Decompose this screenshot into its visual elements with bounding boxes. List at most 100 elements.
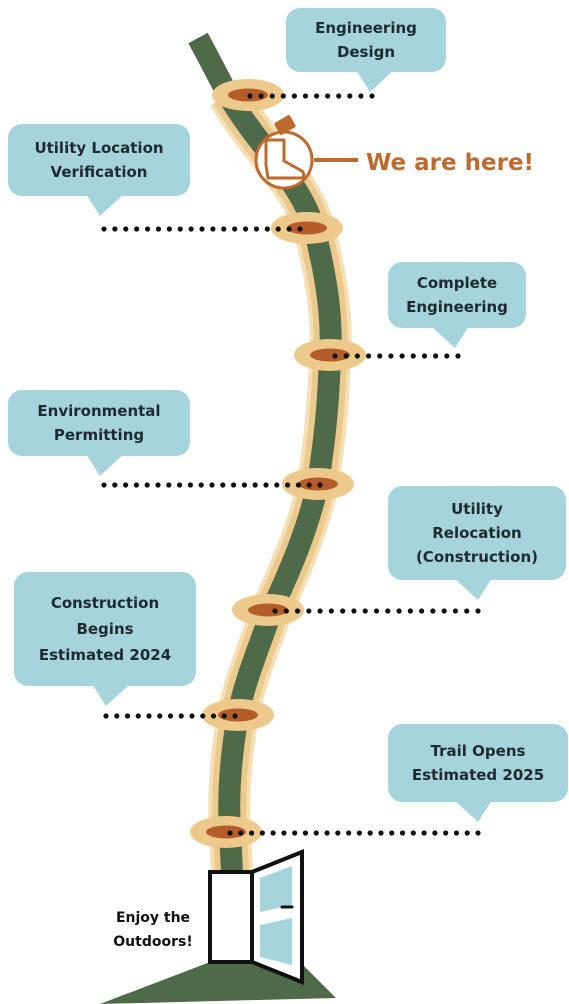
leader-dot bbox=[258, 93, 264, 99]
leader-dot bbox=[274, 482, 280, 488]
leader-dot bbox=[189, 713, 195, 719]
leader-dot bbox=[210, 226, 216, 232]
leader-dot bbox=[123, 482, 129, 488]
leader-dot bbox=[253, 226, 260, 232]
milestone-label: Utility Location bbox=[34, 139, 163, 157]
leader-dot bbox=[295, 482, 301, 488]
leader-dot bbox=[166, 482, 172, 488]
leader-dot bbox=[220, 482, 226, 488]
leader-dot bbox=[210, 713, 217, 719]
leader-dot bbox=[362, 608, 368, 614]
leader-dot bbox=[332, 353, 338, 359]
leader-dot bbox=[283, 608, 289, 614]
leader-dot bbox=[114, 713, 120, 719]
leader-dot bbox=[354, 353, 360, 359]
leader-dot bbox=[133, 482, 139, 488]
leader-dot bbox=[166, 226, 172, 232]
leader-dot bbox=[389, 830, 395, 836]
leader-dot bbox=[358, 93, 364, 99]
leader-dot bbox=[238, 830, 244, 836]
leader-dot bbox=[199, 226, 205, 232]
leader-dot bbox=[252, 482, 258, 488]
leader-dot bbox=[441, 608, 447, 614]
leader-dot bbox=[444, 353, 450, 359]
leader-dot bbox=[124, 713, 131, 719]
leader-dot bbox=[306, 482, 312, 488]
leader-dot bbox=[281, 830, 287, 836]
leader-dot bbox=[335, 830, 341, 836]
leader-dot bbox=[200, 713, 206, 719]
leader-dot bbox=[313, 93, 320, 99]
finish-label-line-2: Outdoors! bbox=[113, 934, 192, 950]
door-frame bbox=[208, 870, 254, 964]
leader-dot bbox=[297, 226, 303, 232]
leader-dot bbox=[285, 482, 291, 488]
leader-dot bbox=[407, 608, 413, 614]
leader-dot bbox=[378, 830, 384, 836]
leader-dot bbox=[302, 93, 309, 99]
milestone-label: Design bbox=[337, 43, 395, 61]
milestone-bubble-tail bbox=[86, 194, 124, 216]
leader-dot bbox=[144, 226, 151, 232]
milestone-bubble bbox=[388, 724, 568, 802]
leader-dot bbox=[432, 830, 438, 836]
leader-dot bbox=[373, 608, 380, 614]
leader-dot bbox=[410, 830, 416, 836]
leader-dot bbox=[399, 830, 406, 836]
milestone-marker-center bbox=[287, 221, 327, 235]
milestone-label: (Construction) bbox=[416, 548, 538, 566]
milestone-bubble bbox=[8, 390, 190, 456]
leader-dot bbox=[248, 830, 255, 836]
leader-dot bbox=[455, 353, 461, 359]
leader-dot bbox=[232, 713, 238, 719]
leader-dot bbox=[292, 830, 298, 836]
leader-dot bbox=[232, 226, 238, 232]
leader-dot bbox=[123, 226, 129, 232]
leader-dot bbox=[385, 608, 391, 614]
leader-dot bbox=[242, 226, 249, 232]
door-window-bottom bbox=[260, 918, 292, 965]
leader-dot bbox=[144, 482, 150, 488]
milestone-label: Utility bbox=[451, 500, 503, 518]
milestone-label: Relocation bbox=[432, 524, 521, 542]
leader-dot bbox=[317, 608, 323, 614]
milestone-bubble-tail bbox=[356, 70, 394, 92]
leader-dot bbox=[280, 93, 286, 99]
leader-dot bbox=[325, 93, 331, 99]
milestone-label: Permitting bbox=[54, 426, 144, 444]
milestone-label: Engineering bbox=[406, 298, 508, 316]
leader-dot bbox=[346, 830, 352, 836]
boot-icon bbox=[264, 115, 306, 180]
leader-dot bbox=[101, 226, 107, 232]
leader-dot bbox=[263, 482, 269, 488]
leader-dot bbox=[178, 713, 184, 719]
milestone-label: Construction bbox=[51, 594, 159, 612]
door-panel bbox=[250, 849, 304, 985]
milestone-bubble-tail bbox=[454, 800, 492, 822]
leader-dot bbox=[286, 226, 292, 232]
milestone-marker-center bbox=[248, 603, 288, 617]
leader-dot bbox=[221, 226, 227, 232]
milestone-label: Verification bbox=[51, 163, 148, 181]
leader-dot bbox=[419, 608, 425, 614]
leader-dot bbox=[155, 482, 161, 488]
milestone-bubble-tail bbox=[92, 684, 130, 706]
leader-dot bbox=[177, 226, 183, 232]
leader-dot bbox=[340, 608, 346, 614]
leader-dot bbox=[343, 353, 349, 359]
leader-dot bbox=[134, 226, 140, 232]
milestone-bubble bbox=[286, 8, 446, 72]
leader-dot bbox=[112, 226, 118, 232]
leader-dot bbox=[157, 713, 163, 719]
milestone-bubble-tail bbox=[431, 326, 469, 348]
milestone-bubble bbox=[8, 124, 190, 196]
leader-dot bbox=[146, 713, 152, 719]
leader-dot bbox=[198, 482, 204, 488]
leader-dot bbox=[336, 93, 342, 99]
leader-dot bbox=[351, 608, 357, 614]
leader-dot bbox=[475, 608, 481, 614]
milestone-label: Estimated 2024 bbox=[39, 646, 171, 664]
leader-dot bbox=[443, 830, 449, 836]
leader-dot bbox=[264, 226, 270, 232]
